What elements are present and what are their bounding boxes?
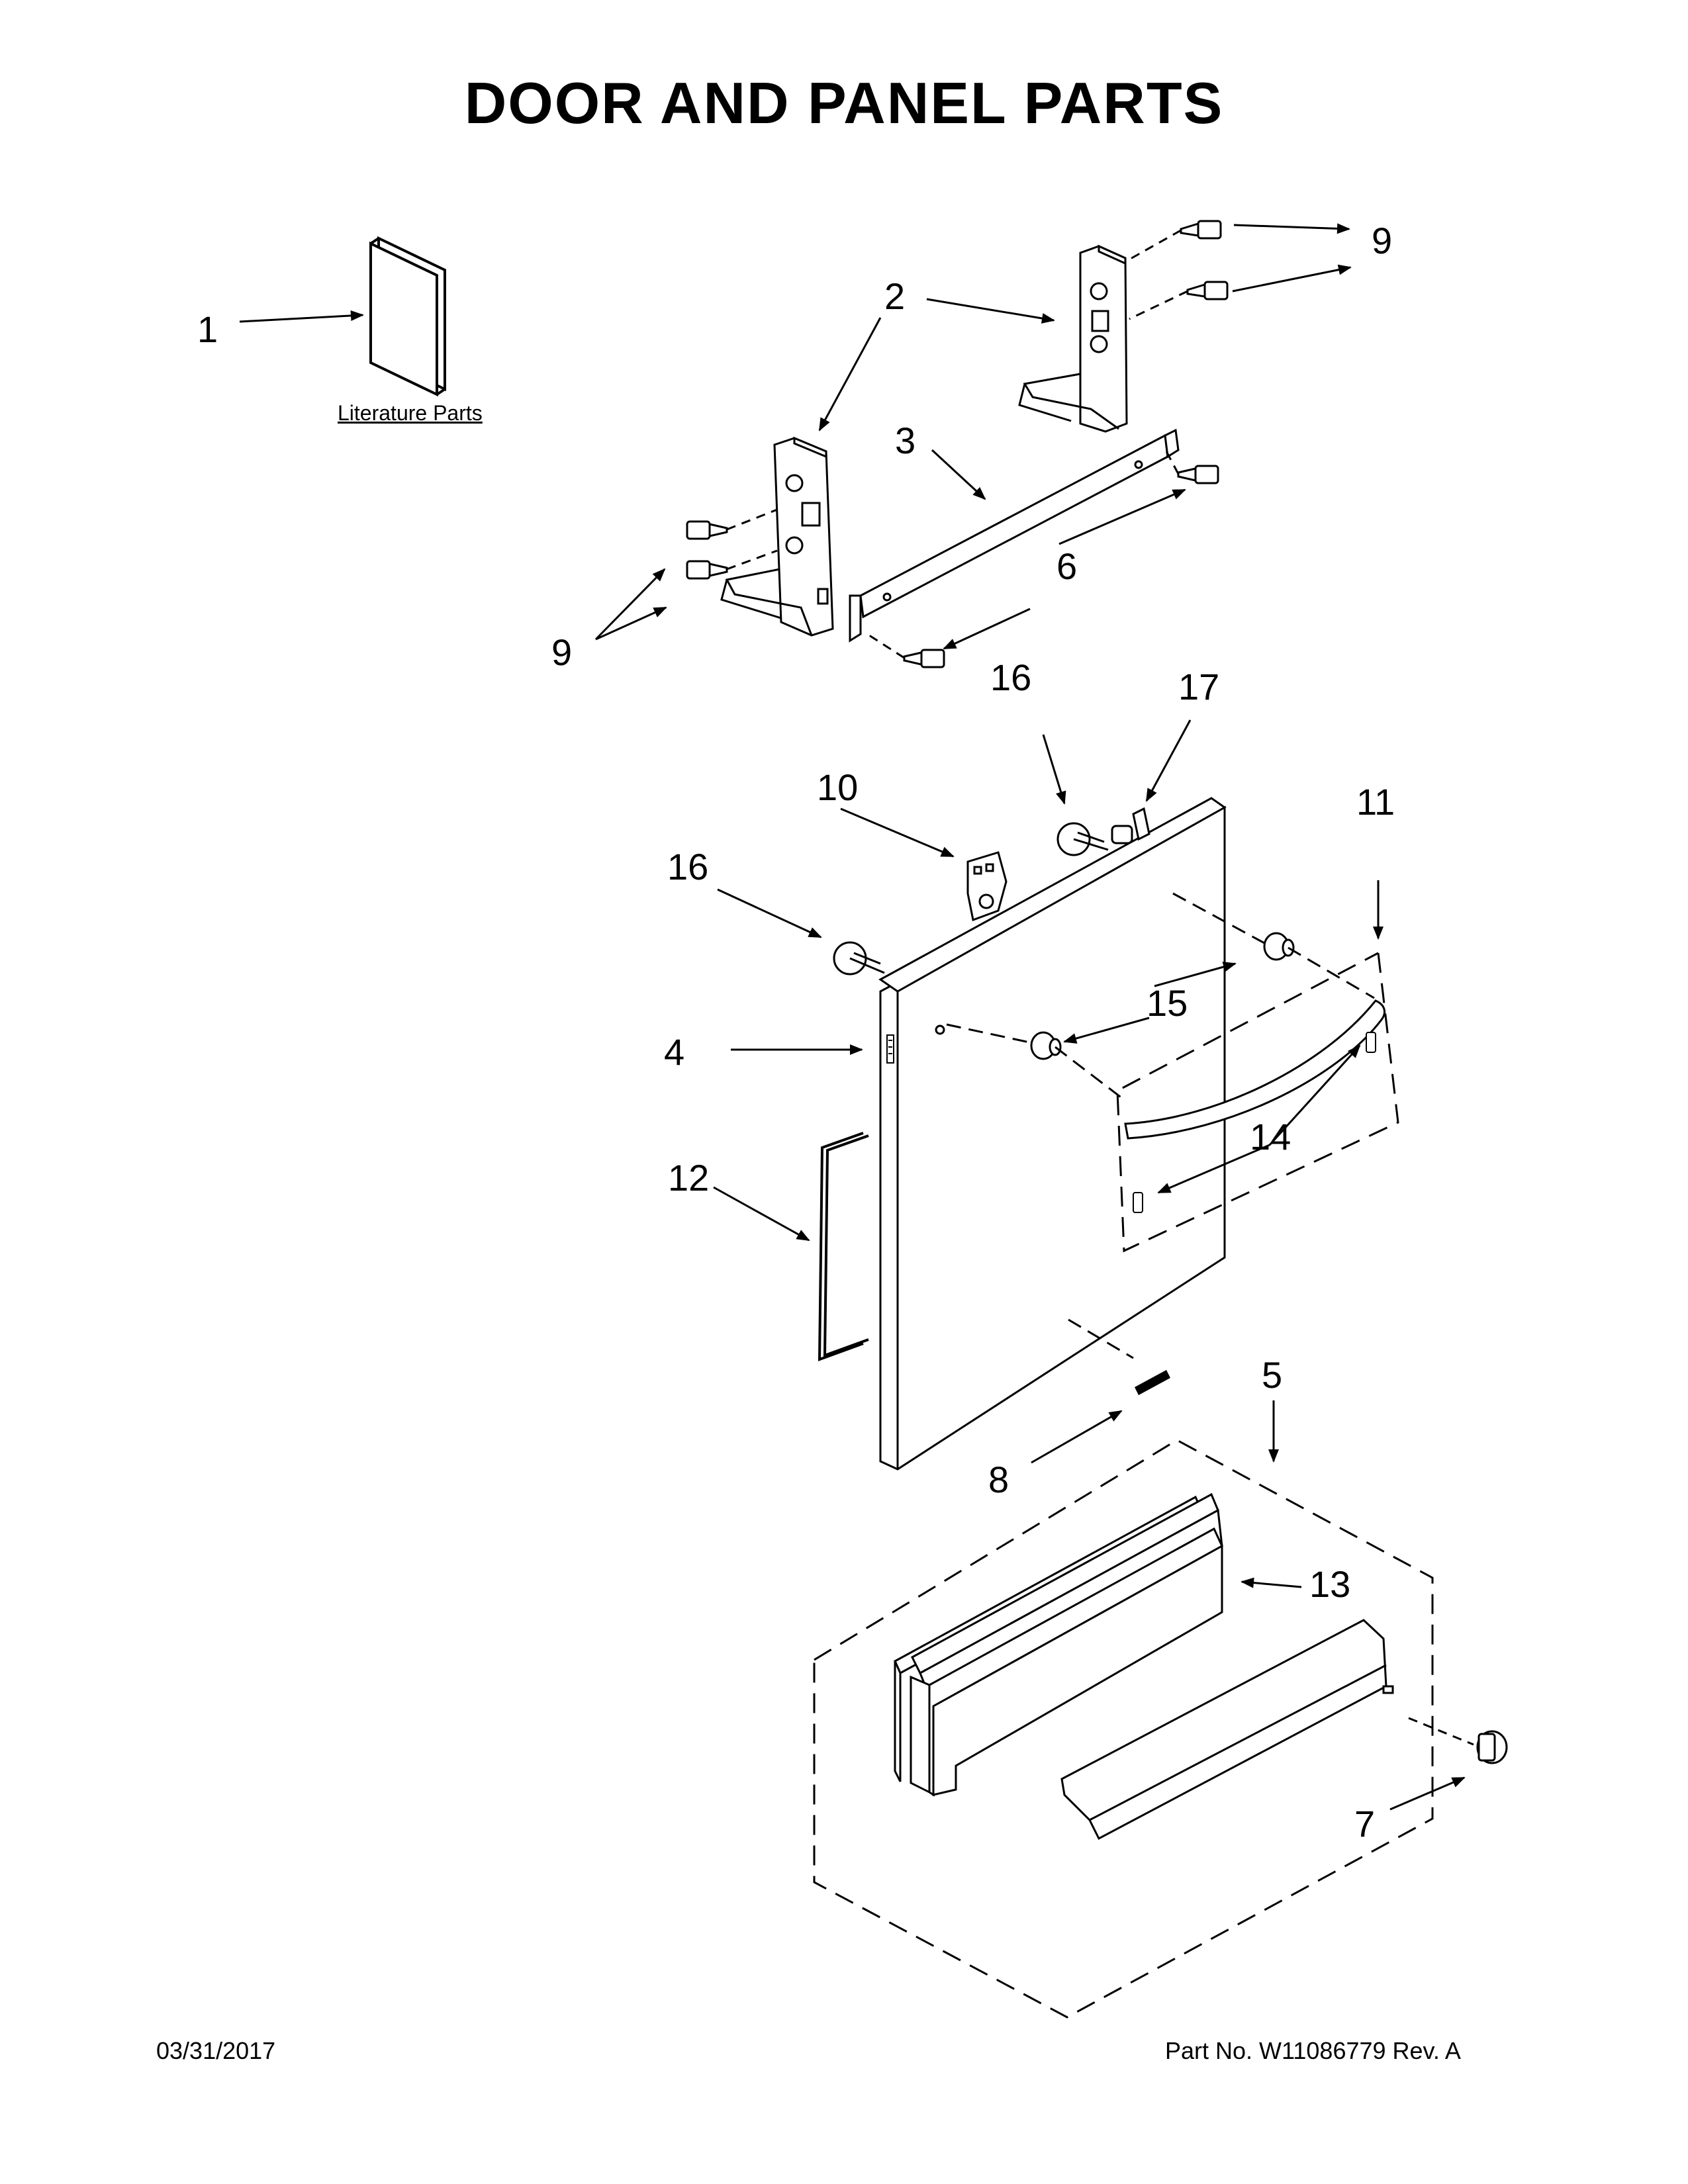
footer-date: 03/31/2017 xyxy=(156,2037,276,2064)
assembly-dash-lines xyxy=(726,229,1188,659)
callout-5: 5 xyxy=(1262,1354,1283,1396)
handle-screws-14 xyxy=(1133,1032,1376,1213)
callout-1: 1 xyxy=(197,308,218,350)
callout-15: 15 xyxy=(1147,982,1188,1024)
literature-booklet-part xyxy=(369,236,446,397)
callout-9-right: 9 xyxy=(1372,220,1393,261)
door-handle-11 xyxy=(1124,999,1386,1140)
page-title: DOOR AND PANEL PARTS xyxy=(464,70,1224,136)
hinge-bracket-right-part xyxy=(1018,244,1128,433)
callout-leader-lines xyxy=(239,223,1466,1811)
callout-12: 12 xyxy=(668,1157,710,1199)
callout-14: 14 xyxy=(1250,1116,1291,1158)
screw-9-upper-left xyxy=(686,520,728,540)
callout-16-left: 16 xyxy=(667,846,709,887)
screw-fasteners xyxy=(686,220,1229,668)
logo-badge-part xyxy=(1068,1318,1170,1395)
callout-10: 10 xyxy=(817,766,859,808)
callout-13: 13 xyxy=(1309,1563,1351,1605)
door-panel-part xyxy=(878,797,1227,1471)
screw-6-left xyxy=(903,649,945,668)
callout-16-right: 16 xyxy=(990,657,1032,698)
callout-8: 8 xyxy=(988,1459,1009,1500)
callout-17: 17 xyxy=(1178,666,1220,707)
callout-11: 11 xyxy=(1356,781,1395,823)
callout-3: 3 xyxy=(895,420,916,461)
support-rail-part xyxy=(849,428,1180,643)
handle-standoffs-15 xyxy=(1030,932,1295,1060)
screw-9-lower-left xyxy=(686,560,728,580)
switch-bracket-17 xyxy=(1111,807,1150,844)
toe-panel-screw-7 xyxy=(1408,1717,1508,1764)
callout-6: 6 xyxy=(1056,545,1078,587)
handle-assembly-part xyxy=(946,892,1399,1253)
kick-plate-bracket xyxy=(1060,1619,1394,1841)
door-gasket-part xyxy=(818,1132,869,1361)
callout-2: 2 xyxy=(884,275,906,317)
callout-7: 7 xyxy=(1354,1803,1376,1844)
hinge-bushing-16-right xyxy=(1056,822,1109,856)
toe-panel-13 xyxy=(894,1492,1223,1797)
door-top-hardware xyxy=(833,807,1150,976)
screw-6-right xyxy=(1177,465,1219,484)
door-vent-slots xyxy=(886,1034,894,1064)
literature-parts-label: Literature Parts xyxy=(338,401,483,425)
callout-4: 4 xyxy=(664,1031,685,1073)
toe-panel-assembly-part xyxy=(813,1439,1508,2019)
screw-9-top-right xyxy=(1180,220,1222,240)
door-latch-part-10 xyxy=(966,851,1008,922)
footer-part-number: Part No. W11086779 Rev. A xyxy=(1165,2037,1461,2064)
hinge-bracket-left-part xyxy=(720,436,834,637)
hinge-bushing-16-left xyxy=(833,941,885,976)
screw-9-mid-right xyxy=(1186,281,1229,300)
callout-9-left: 9 xyxy=(551,631,573,673)
